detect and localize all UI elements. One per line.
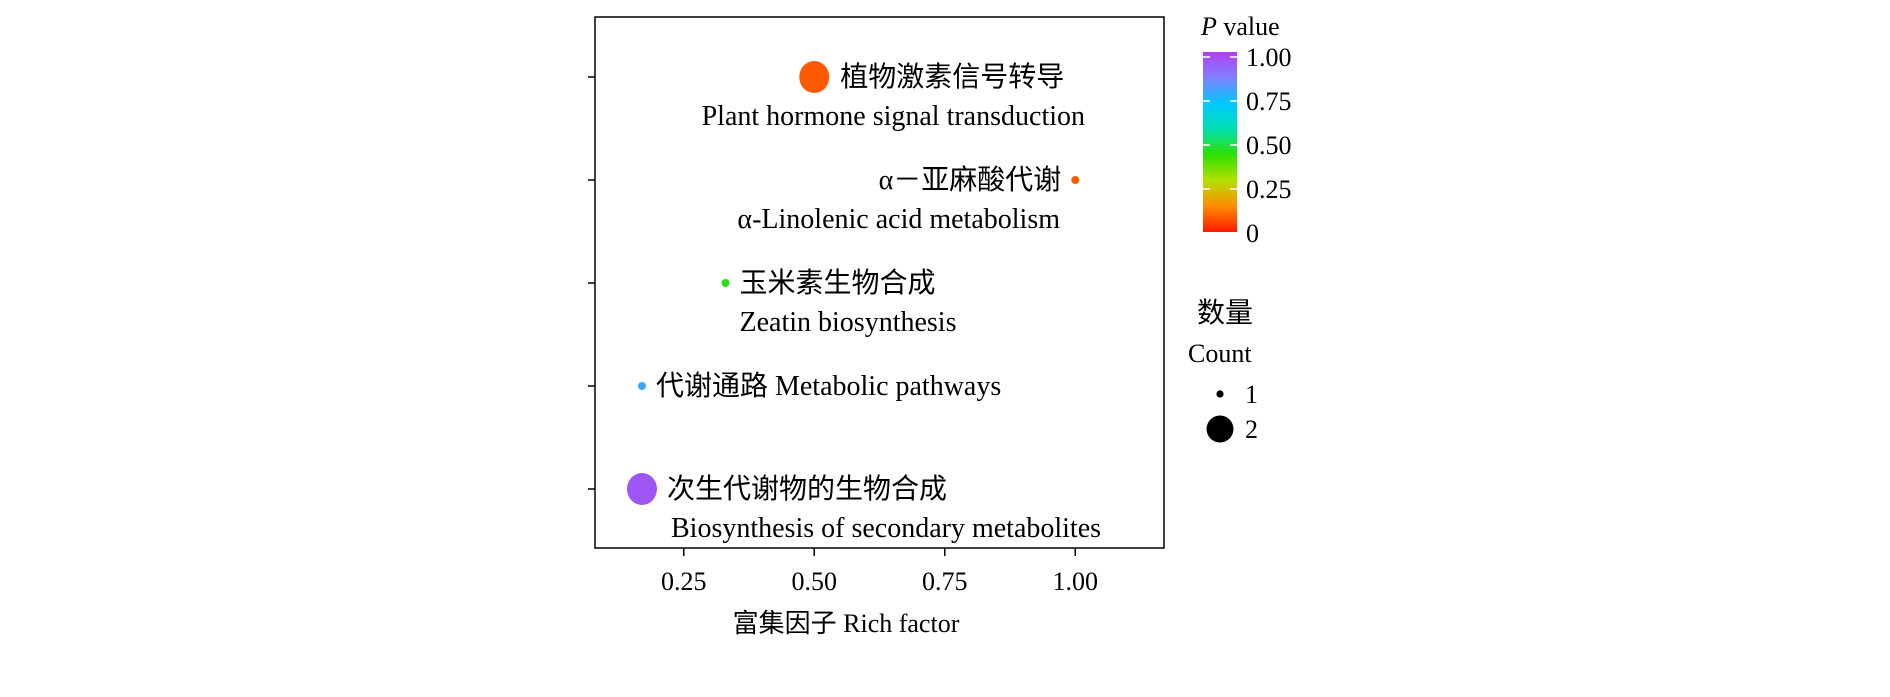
x-tick-label: 1.00	[1053, 567, 1099, 596]
p-value-tick-label: 1.00	[1246, 43, 1292, 72]
data-point	[637, 382, 646, 390]
count-legend-title-en: Count	[1188, 339, 1252, 368]
data-point	[1071, 176, 1080, 184]
count-legend-label: 2	[1245, 415, 1258, 444]
point-label-en: α-Linolenic acid metabolism	[737, 204, 1060, 235]
p-value-legend-title: P value	[1200, 12, 1280, 41]
point-label-zh: 次生代谢物的生物合成	[667, 473, 947, 505]
p-value-tick-label: 0.25	[1246, 175, 1292, 204]
count-legend: 数量 Count 12	[1188, 297, 1258, 444]
data-point	[626, 473, 657, 505]
p-value-tick-label: 0	[1246, 219, 1259, 248]
count-legend-symbol	[1206, 415, 1234, 443]
point-label-zh: 代谢通路	[656, 370, 775, 402]
point-label-zh: 植物激素信号转导	[840, 61, 1064, 93]
point-label: 代谢通路 Metabolic pathways	[656, 370, 1001, 402]
p-value-legend: P value 1.00 0.75 0.50 0.25 0	[1200, 12, 1292, 248]
p-value-legend-ticks: 1.00 0.75 0.50 0.25 0	[1203, 43, 1292, 248]
count-legend-label: 1	[1245, 380, 1258, 409]
y-axis-ticks	[588, 76, 595, 490]
x-tick-label: 0.25	[661, 567, 707, 596]
point-label-en: Zeatin biosynthesis	[740, 307, 957, 338]
x-tick-label: 0.50	[791, 567, 837, 596]
data-point	[799, 61, 830, 93]
x-axis-label: 富集因子 Rich factor	[733, 609, 960, 638]
point-label-en: Biosynthesis of secondary metabolites	[671, 513, 1101, 544]
point-label-zh: α－亚麻酸代谢	[879, 164, 1062, 196]
p-value-tick-label: 0.75	[1246, 87, 1292, 116]
count-legend-entries: 12	[1206, 380, 1258, 444]
x-axis-ticks: 0.25 0.50 0.75 1.00	[661, 548, 1098, 596]
data-point	[721, 279, 730, 287]
count-legend-symbol	[1216, 390, 1224, 398]
point-label-en: Metabolic pathways	[775, 371, 1001, 402]
count-legend-title-zh: 数量	[1197, 297, 1253, 329]
point-label-zh: 玉米素生物合成	[740, 267, 936, 299]
point-label-en: Plant hormone signal transduction	[702, 101, 1085, 132]
p-value-color-bar	[1203, 52, 1237, 232]
p-value-tick-label: 0.50	[1246, 131, 1292, 160]
x-tick-label: 0.75	[922, 567, 968, 596]
point-labels: 植物激素信号转导 Plant hormone signal transductio…	[656, 61, 1101, 544]
data-points	[626, 61, 1080, 505]
